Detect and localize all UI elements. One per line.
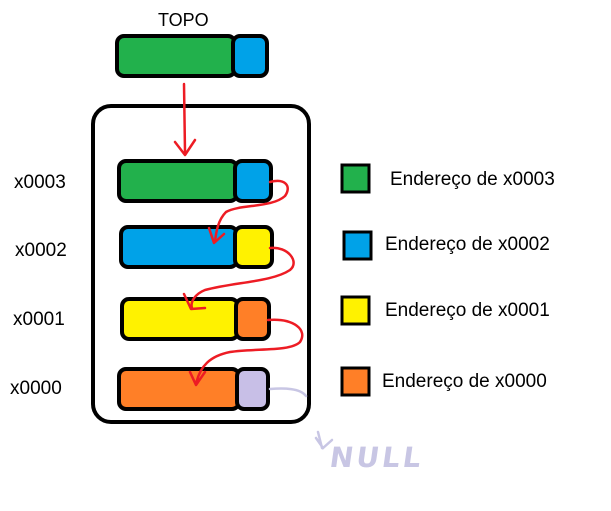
address-label-x0003: x0003 bbox=[14, 172, 66, 193]
node-data-cell bbox=[117, 159, 239, 203]
node-pointer-cell bbox=[234, 297, 271, 341]
top-node-pointer bbox=[231, 34, 269, 78]
node-pointer-cell bbox=[233, 159, 273, 203]
legend-label-x0002: Endereço de x0002 bbox=[385, 234, 550, 255]
null-pointer-line bbox=[268, 387, 334, 450]
x0003-to-x0002-arrow bbox=[207, 179, 289, 245]
legend-swatch-green bbox=[340, 163, 371, 194]
top-node bbox=[115, 34, 269, 78]
x0002-to-x0001-arrow bbox=[182, 246, 295, 311]
node-x0001 bbox=[120, 297, 271, 341]
legend-swatch-orange bbox=[340, 366, 371, 397]
node-x0000 bbox=[117, 367, 270, 411]
top-to-x0003-arrow bbox=[173, 82, 197, 157]
x0001-to-x0000-arrow bbox=[188, 318, 304, 387]
node-data-cell bbox=[119, 225, 239, 269]
node-pointer-cell bbox=[235, 367, 270, 411]
node-x0002 bbox=[119, 225, 274, 269]
legend-label-x0001: Endereço de x0001 bbox=[385, 300, 550, 321]
node-pointer-cell bbox=[233, 225, 274, 269]
node-x0003 bbox=[117, 159, 273, 203]
legend-label-x0003: Endereço de x0003 bbox=[390, 169, 555, 190]
address-label-x0002: x0002 bbox=[15, 240, 67, 261]
top-label: TOPO bbox=[158, 10, 209, 30]
top-node-data bbox=[115, 34, 237, 78]
legend-label-x0000: Endereço de x0000 bbox=[382, 371, 547, 392]
legend-swatch-yellow bbox=[340, 295, 371, 326]
address-label-x0000: x0000 bbox=[10, 378, 62, 399]
stack-container bbox=[91, 104, 311, 424]
node-data-cell bbox=[117, 367, 241, 411]
legend-swatch-blue bbox=[342, 230, 373, 261]
null-label: NULL bbox=[327, 441, 427, 474]
address-label-x0001: x0001 bbox=[13, 309, 65, 330]
node-data-cell bbox=[120, 297, 240, 341]
